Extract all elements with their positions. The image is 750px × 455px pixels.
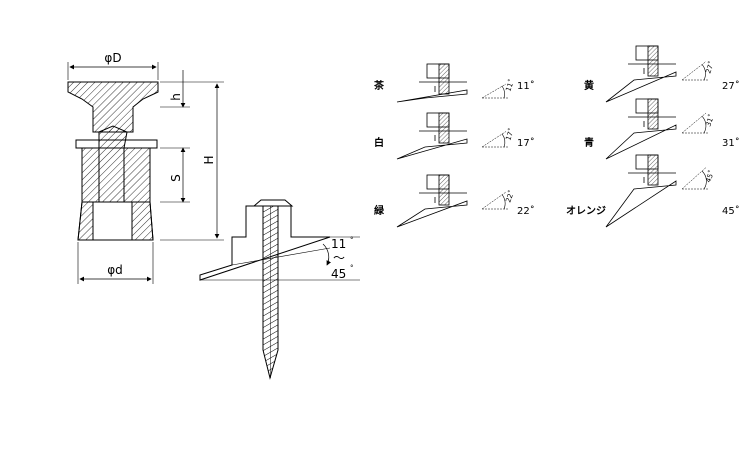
wedge-base: [605, 180, 677, 228]
variant-angle-label: 11˚: [517, 80, 535, 92]
socket-depth-label: S: [169, 174, 183, 182]
wedge-base: [396, 138, 468, 160]
variant-angle-small: 17˚: [504, 127, 516, 141]
variant-color-label: 青: [584, 136, 594, 149]
angle-guide: [481, 83, 507, 99]
wedge-base: [605, 71, 677, 103]
angle-min-value: 11: [331, 237, 346, 251]
angle-max-value: 45: [331, 267, 346, 281]
angle-arc: [701, 64, 706, 81]
variant-angle-label: 22˚: [517, 205, 535, 217]
variant-item: [396, 63, 508, 103]
angle-guide: [681, 167, 707, 190]
angle-guide: [681, 61, 707, 81]
variant-item: [396, 174, 508, 228]
angle-guide: [681, 112, 707, 134]
angle-arc: [701, 115, 707, 134]
variant-angle-small: 22˚: [504, 189, 516, 203]
total-height-label: H: [202, 155, 216, 164]
variant-angle-small: 11˚: [504, 78, 516, 92]
variant-color-label: 緑: [374, 204, 385, 217]
variant-color-label: 茶: [373, 79, 385, 92]
wedge-base: [396, 200, 468, 228]
shank-diameter-label: φd: [107, 263, 123, 277]
sleeve-section: [647, 45, 659, 77]
sleeve-section: [438, 112, 450, 144]
variant-color-label: 白: [374, 136, 384, 149]
variant-angle-small: 27˚: [704, 60, 716, 74]
angle-arc: [701, 170, 707, 190]
angle-arc: [501, 194, 506, 210]
variant-angle-label: 17˚: [517, 137, 535, 149]
head-height-label: h: [169, 93, 183, 101]
sleeve-section: [647, 154, 659, 186]
variant-angle-label: 27˚: [722, 80, 740, 92]
angle-guide: [481, 131, 507, 148]
variant-angle-small: 31˚: [704, 113, 716, 127]
angle-min-degree: °: [350, 236, 354, 244]
variant-color-label: オレンジ: [566, 205, 606, 217]
wedge-base: [605, 124, 677, 160]
variant-grid: 茶 11˚11˚ 白 17˚17˚ 緑 22˚22˚ 黄 27˚ 27˚ 青 31˚ 31˚ オレンジ 4…: [373, 45, 740, 228]
variant-angle-label: 45˚: [722, 205, 740, 217]
angle-max-degree: °: [350, 264, 354, 272]
variant-item: [396, 112, 508, 160]
variant-angle-label: 31˚: [722, 137, 740, 149]
sleeve-section: [438, 174, 450, 206]
variant-angle-small: 45˚: [704, 169, 716, 183]
variant-item: [605, 154, 708, 228]
installed-view: [199, 199, 360, 380]
angle-guide: [481, 191, 507, 210]
angle-range-tilde: 〜: [333, 251, 345, 265]
angle-arc: [501, 133, 506, 148]
sleeve-section: [647, 98, 659, 130]
variant-item: [605, 98, 708, 160]
wedge-base: [396, 89, 468, 103]
variant-item: [605, 45, 708, 103]
variant-color-label: 黄: [584, 79, 594, 92]
sleeve-section: [438, 63, 450, 95]
head-diameter-label: φD: [104, 51, 121, 65]
section-view: [67, 62, 224, 284]
angle-arc: [501, 85, 505, 99]
